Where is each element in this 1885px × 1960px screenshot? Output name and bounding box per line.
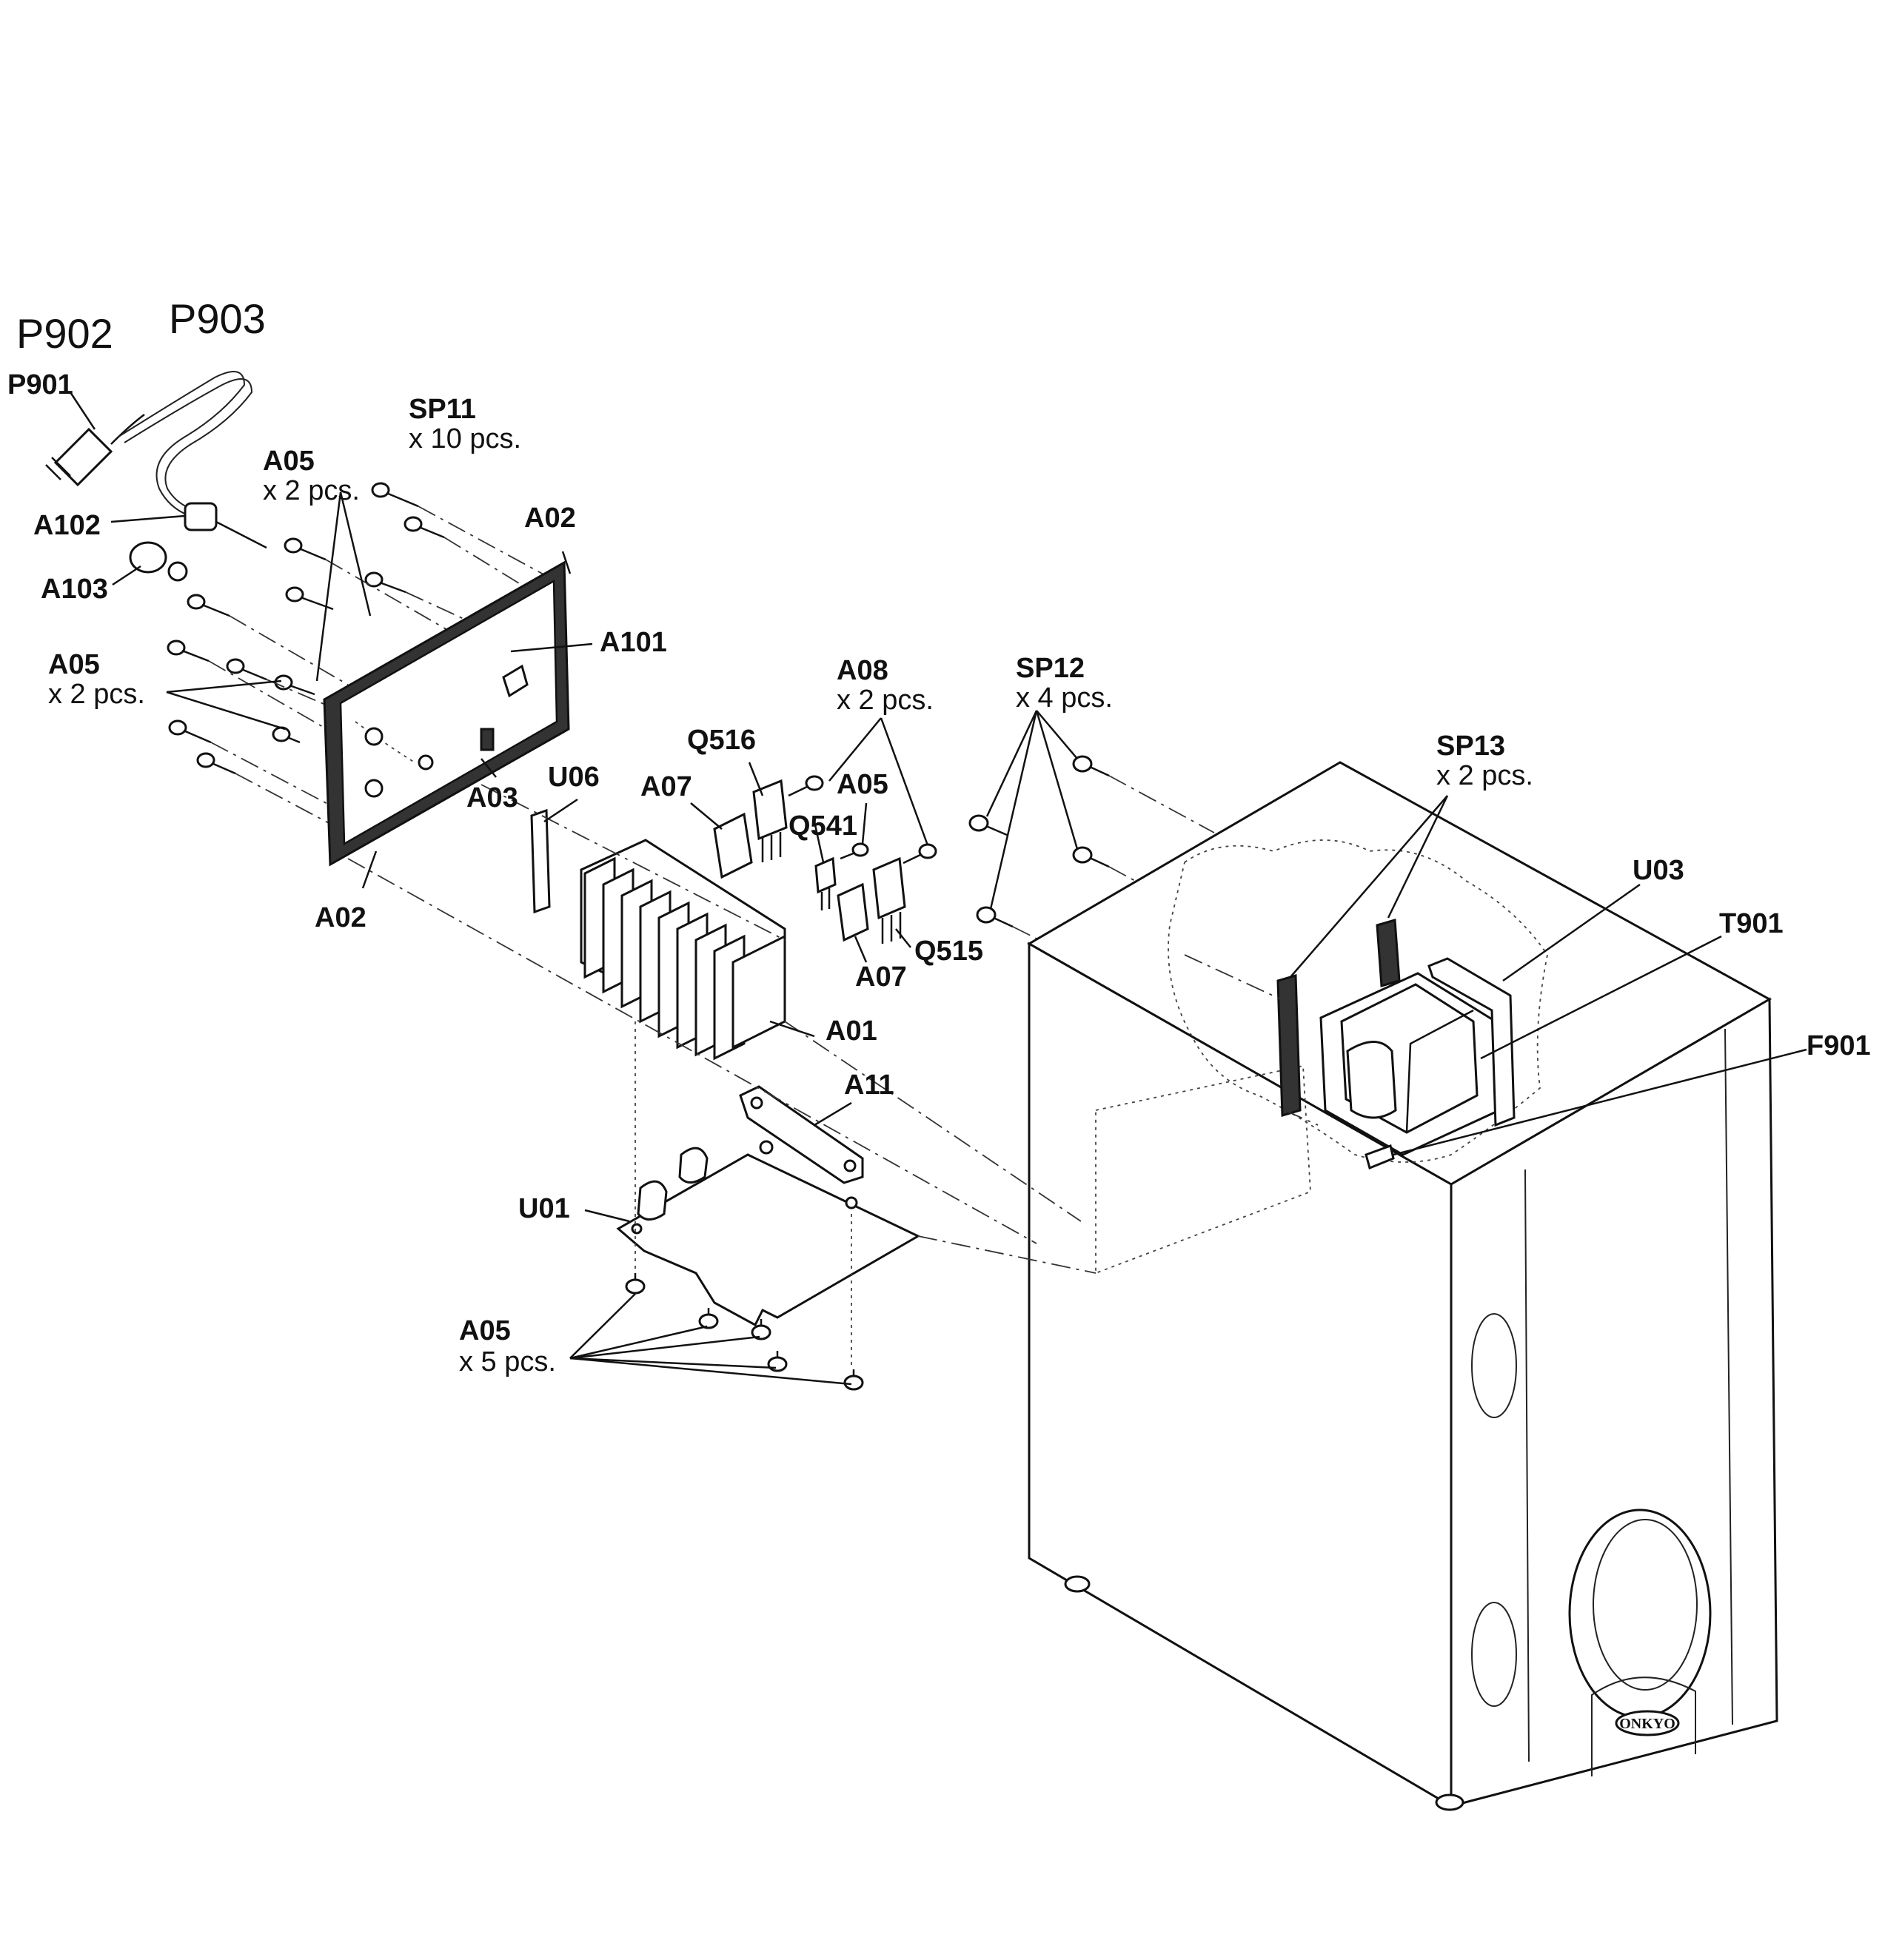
heat-sink xyxy=(580,839,786,1061)
screws-a05-bottom xyxy=(625,1273,864,1391)
bracket-u03 xyxy=(1427,957,1516,1127)
label-a03: A03 xyxy=(466,782,518,813)
insulator-a07-bottom xyxy=(837,882,869,942)
label-a11: A11 xyxy=(844,1070,894,1101)
label-q541: Q541 xyxy=(789,810,857,842)
label-f901: F901 xyxy=(1807,1030,1871,1061)
insulator-a07-top xyxy=(713,812,753,879)
label-a08-qty: x 2 pcs. xyxy=(837,685,934,716)
transistor-q541 xyxy=(814,856,837,910)
label-u03: U03 xyxy=(1633,855,1684,886)
label-a05-bottom-qty: x 5 pcs. xyxy=(459,1346,556,1377)
label-u01: U01 xyxy=(518,1193,570,1224)
bracket-a11 xyxy=(739,1085,864,1184)
bracket-u06 xyxy=(530,808,551,914)
screws-a08 xyxy=(788,775,937,865)
label-sp11-qty: x 10 pcs. xyxy=(409,423,521,454)
transistor-q515 xyxy=(872,856,906,944)
label-sp13-qty: x 2 pcs. xyxy=(1436,760,1533,791)
label-a02-bottom: A02 xyxy=(315,902,366,933)
label-a102: A102 xyxy=(33,510,101,541)
pcb-u01 xyxy=(616,1140,921,1327)
label-sp12-qty: x 4 pcs. xyxy=(1016,682,1113,714)
power-cord xyxy=(118,371,253,519)
brand-logo: ONKYO xyxy=(1615,1710,1680,1736)
label-a101: A101 xyxy=(600,627,667,658)
brand-logo-text: ONKYO xyxy=(1619,1716,1675,1732)
label-p902: P902 xyxy=(16,310,113,357)
label-a05-top: A05 xyxy=(263,446,315,477)
transformer-t901 xyxy=(1319,972,1501,1156)
label-p903: P903 xyxy=(169,295,266,342)
label-a05-mid: A05 xyxy=(837,769,888,800)
label-sp12: SP12 xyxy=(1016,653,1085,684)
label-p901: P901 xyxy=(7,369,73,400)
label-sp11: SP11 xyxy=(409,394,476,425)
label-a05-top-qty: x 2 pcs. xyxy=(263,475,360,506)
transistor-q516 xyxy=(752,779,788,862)
subwoofer-cabinet xyxy=(1026,761,1778,1811)
label-a07-top: A07 xyxy=(640,771,692,802)
label-q516: Q516 xyxy=(687,725,756,756)
label-a02-top: A02 xyxy=(524,503,576,534)
cabinet-cutaway xyxy=(1095,839,1548,1275)
assembly-lines-main xyxy=(347,784,1319,1369)
rear-panel-assembly xyxy=(323,560,570,867)
label-a05-left: A05 xyxy=(48,649,100,680)
label-a103: A103 xyxy=(41,574,108,605)
power-plug xyxy=(45,414,145,487)
label-a05-left-qty: x 2 pcs. xyxy=(48,679,145,710)
screw-group-left xyxy=(167,482,445,775)
part-labels: P902 P903 P901 SP11 x 10 pcs. A05 x 2 pc… xyxy=(7,295,1871,1377)
leader-lines xyxy=(69,392,1807,1386)
label-u06: U06 xyxy=(548,762,600,793)
label-q515: Q515 xyxy=(914,936,983,967)
cord-strain-relief xyxy=(184,502,267,549)
label-a01: A01 xyxy=(826,1016,877,1047)
screws-sp12 xyxy=(968,755,1215,947)
power-socket-part xyxy=(129,541,188,582)
fuse-f901 xyxy=(1365,1144,1395,1170)
label-t901: T901 xyxy=(1719,908,1784,939)
label-a08: A08 xyxy=(837,655,888,686)
label-a05-bottom: A05 xyxy=(459,1315,511,1346)
label-sp13: SP13 xyxy=(1436,731,1505,762)
label-a07-bottom: A07 xyxy=(855,961,907,993)
